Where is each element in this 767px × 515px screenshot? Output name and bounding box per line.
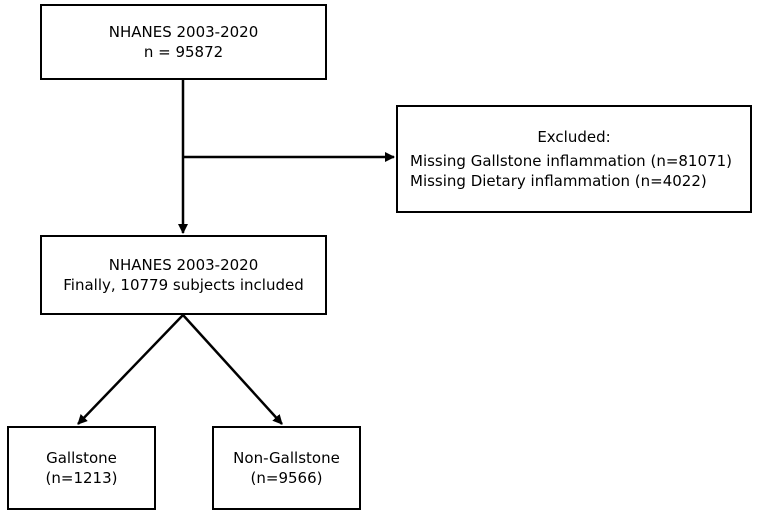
non-gallstone-group-box: Non-Gallstone (n=9566) <box>212 426 361 510</box>
non-gallstone-count: (n=9566) <box>250 469 323 487</box>
start-title: NHANES 2003-2020 <box>108 23 259 41</box>
non-gallstone-label: Non-Gallstone <box>233 449 340 467</box>
excluded-reason-gallstone: Missing Gallstone inflammation (n=81071) <box>410 152 732 170</box>
arrow-final-to-non-gallstone <box>182 314 283 425</box>
final-summary: Finally, 10779 subjects included <box>63 276 304 294</box>
gallstone-group-box: Gallstone (n=1213) <box>7 426 156 510</box>
excluded-title: Excluded: <box>537 128 611 146</box>
start-count: n = 95872 <box>143 43 224 61</box>
arrow-final-to-gallstone <box>77 314 184 425</box>
excluded-reason-dietary: Missing Dietary inflammation (n=4022) <box>410 172 707 190</box>
gallstone-count: (n=1213) <box>45 469 118 487</box>
gallstone-label: Gallstone <box>46 449 117 467</box>
start-population-box: NHANES 2003-2020 n = 95872 <box>40 4 327 80</box>
final-title: NHANES 2003-2020 <box>108 256 259 274</box>
final-population-box: NHANES 2003-2020 Finally, 10779 subjects… <box>40 235 327 315</box>
excluded-box: Excluded: Missing Gallstone inflammation… <box>396 105 752 213</box>
